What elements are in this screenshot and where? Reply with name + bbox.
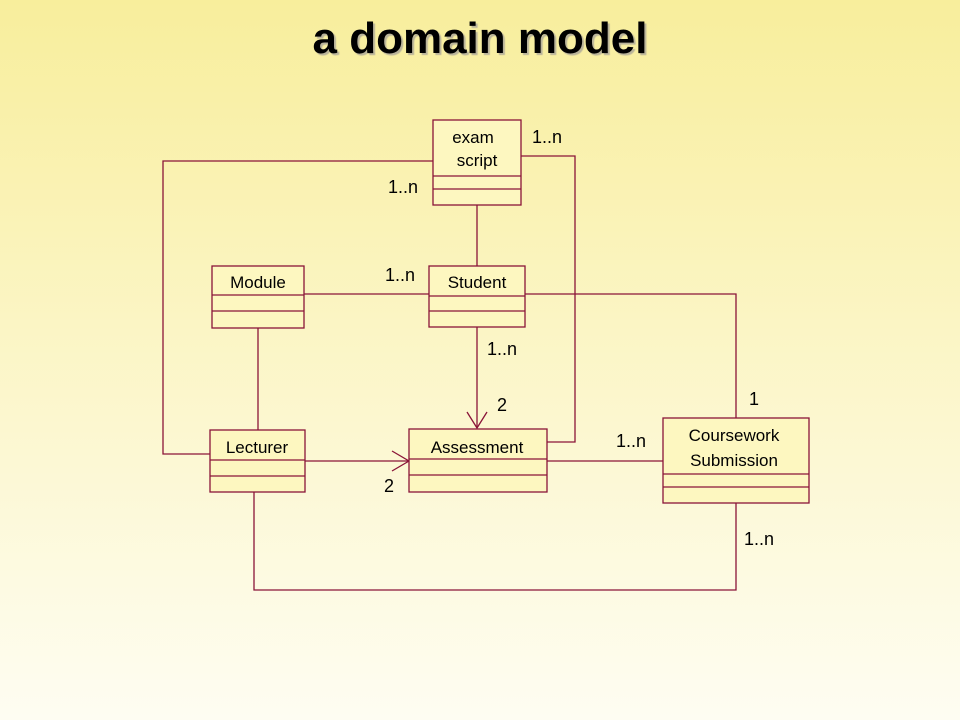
class-assessment[interactable]: Assessment [408,428,548,493]
multiplicity-student-module: 1..n [385,265,415,285]
class-student[interactable]: Student [428,265,526,328]
class-coursework-submission[interactable]: Coursework Submission [662,417,810,504]
assoc-examscript-lecturer [162,160,433,455]
class-lecturer[interactable]: Lecturer [209,429,306,493]
multiplicity-assessment-student: 2 [497,395,507,415]
multiplicity-student-assessment: 1..n [487,339,517,359]
class-name-coursework-line1: Coursework [689,426,780,445]
class-name-exam-script-line1: exam [452,128,494,147]
arrowhead-student-assessment [466,411,488,430]
assoc-examscript-assessment [521,155,576,443]
class-exam-script[interactable]: exam script [432,119,522,206]
assoc-lecturer-coursework [253,492,737,591]
multiplicity-coursework-lecturer: 1..n [744,529,774,549]
multiplicity-exam-script-left: 1..n [388,177,418,197]
class-name-student: Student [448,273,507,292]
class-name-lecturer: Lecturer [226,438,289,457]
class-name-coursework-line2: Submission [690,451,778,470]
assoc-student-coursework [525,293,737,418]
class-module[interactable]: Module [211,265,305,329]
class-name-module: Module [230,273,286,292]
multiplicity-coursework-assessment: 1..n [616,431,646,451]
multiplicity-exam-script-right: 1..n [532,127,562,147]
class-name-assessment: Assessment [431,438,524,457]
multiplicity-coursework-student: 1 [749,389,759,409]
class-name-exam-script-line2: script [457,151,498,170]
page-title: a domain model [312,14,648,63]
multiplicity-lecturer-assessment: 2 [384,476,394,496]
